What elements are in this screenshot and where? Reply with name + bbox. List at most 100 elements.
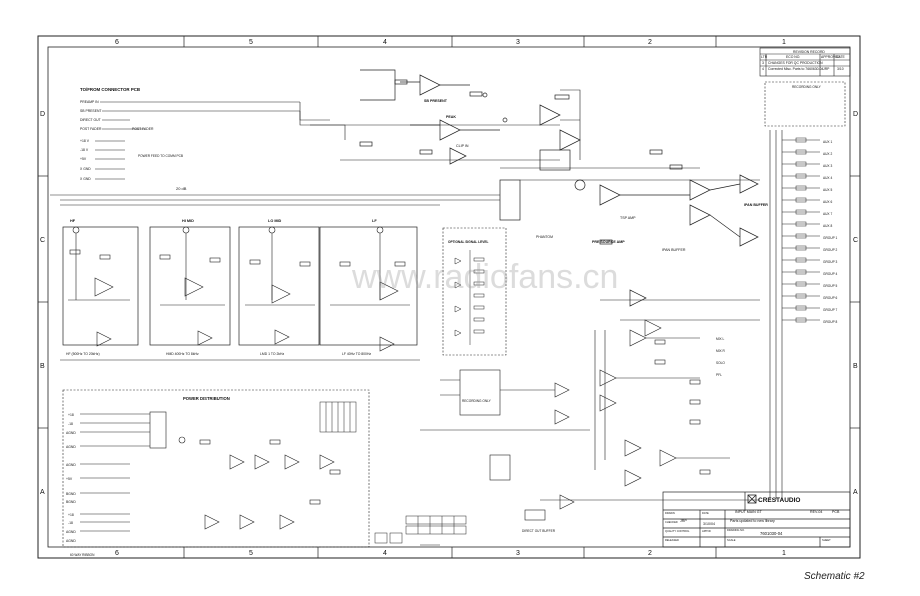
drawn-date: 3/10/04 [703, 522, 715, 526]
schematic-caption: Schematic #2 [804, 571, 865, 582]
db-label: 20 dB [176, 186, 187, 191]
bus-label: AUX 6 [823, 200, 832, 204]
title-block [662, 491, 851, 548]
bus-label: PFL [716, 373, 722, 377]
routing-stages [599, 319, 730, 487]
pin-label: DIRECT OUT [80, 118, 101, 122]
col-field-label: SHEET [822, 538, 831, 542]
himid-title: HI MID [182, 219, 194, 223]
hmid-band-box [149, 226, 231, 346]
bus-resistor [795, 233, 807, 239]
buffer-stages [499, 94, 759, 307]
revision-desc: Corrected Misc. Parts to 7660630-04 [768, 67, 824, 71]
eq-band-titles: HF HI MID LO MID LF [70, 219, 377, 223]
row-field-label: CHECKED [665, 520, 678, 524]
col-field-label: DRAWING NO. [727, 528, 745, 532]
bus-switches [782, 137, 820, 323]
power-rail-labels: +18 -18 AGND AGND AGND +5V BGND BGND +18… [66, 413, 76, 543]
col-label: 2 [648, 550, 652, 557]
pin-label: X GND [80, 167, 91, 171]
rail-label: -18 [68, 521, 73, 525]
row-field-label: DRAWN [665, 511, 675, 515]
recording-block [440, 369, 575, 521]
pin-label: +5V [80, 157, 87, 161]
rail-label: AGND [66, 463, 76, 467]
title-block-text: INPUT MAIN GT REV-04 PCB Parts updated t… [680, 510, 840, 536]
lf-band-box [319, 226, 418, 346]
row-label: A [853, 489, 858, 496]
bus-resistor [795, 161, 807, 167]
power-distribution-title: POWER DISTRIBUTION [183, 396, 230, 401]
optional-level-box [442, 227, 507, 356]
bus-resistor [795, 281, 807, 287]
watermark: www.radiofans.cn [351, 258, 618, 296]
bus-resistor [795, 245, 807, 251]
optional-level-title: OPTIONAL SIGNAL LEVEL [448, 240, 488, 244]
power-feed-label: POWER FEED TO COMM PCB [138, 154, 183, 158]
revision-date: 3/10 [837, 67, 844, 71]
connector-pins: PREAMP IN SB PRESENT DIRECT OUT POST FAD… [80, 100, 300, 181]
bus-label: GROUP 2 [823, 248, 838, 252]
col-label: 2 [648, 39, 652, 46]
col-field-label: DATE [702, 511, 709, 515]
bus-resistor [795, 257, 807, 263]
post-fader-label: POST FADER [132, 127, 154, 131]
phantom-label: PHANTOM [536, 235, 553, 239]
pin-label: SB PRESENT [80, 109, 101, 113]
epan-buffer-label: IPAN BUFFER [662, 248, 686, 252]
pin-label: PREAMP IN [80, 100, 99, 104]
peak-label: PEAK [446, 115, 456, 119]
ipan-buffer-label: IPAN BUFFER [744, 203, 768, 207]
drawing-number: 7601030-04 [760, 531, 783, 536]
pin-label: X GND [80, 177, 91, 181]
ribbon-connector [319, 401, 357, 433]
revision-title: REVISION RECORD [793, 50, 825, 54]
outer-border [37, 35, 861, 559]
eq-band-boxes [62, 226, 418, 346]
col-field-label: APPVD [702, 529, 711, 533]
pin-label: -18 V [80, 148, 89, 152]
revision-header: ECO NO. [786, 55, 800, 59]
col-label: 1 [782, 550, 786, 557]
rail-label: BGND [66, 500, 76, 504]
direct-out-buffer-label: DIRECT OUT BUFFER [522, 529, 556, 533]
rail-label: +18 [68, 513, 74, 517]
col-label: 3 [516, 39, 520, 46]
col-field-label: SCALE [727, 538, 736, 542]
bus-label: GROUP 3 [823, 260, 838, 264]
drawing-pcb: PCB [832, 510, 840, 514]
revision-header: DATE [836, 55, 846, 59]
rail-label: BGND [66, 492, 76, 496]
pin-label: +18 V [80, 139, 90, 143]
row-label: C [40, 237, 45, 244]
revision-desc: CHANGES FOR QC PRODUCTION [768, 61, 823, 65]
power-distribution-box [62, 389, 370, 548]
bus-label: AUX 4 [823, 176, 832, 180]
hf-title: HF [70, 219, 76, 223]
title-block-field-labels: DRAWN CHECKED QUALITY CONTROL RELEASED D… [665, 511, 831, 542]
bus-label: GROUP 7 [823, 308, 838, 312]
revision-appr: JRP [823, 67, 830, 71]
crest-logo-icon [747, 494, 757, 504]
revision-block [759, 47, 851, 77]
lmid-band-box [238, 226, 320, 346]
hf-band-box [62, 226, 139, 346]
bus-label: GROUP 4 [823, 272, 838, 276]
bus-resistor [795, 137, 807, 143]
lomid-title: LO MID [268, 219, 282, 223]
bus-label: GROUP 6 [823, 296, 838, 300]
power-internals [80, 411, 341, 532]
mounting-pads [374, 515, 467, 546]
row-label: D [40, 111, 45, 118]
connector-title: TO/FROM CONNECTOR PCB [80, 87, 140, 92]
border-labels: 6 5 4 3 2 1 6 5 4 3 2 1 D C B A D C B A [40, 39, 858, 557]
recording-only-box [764, 81, 846, 127]
drawing-rev: REV-04 [810, 510, 822, 514]
col-label: 4 [383, 550, 387, 557]
company-name: CRESTAUDIO [758, 497, 801, 504]
bus-label: AUX 7 [823, 212, 832, 216]
rail-label: +5V [66, 477, 73, 481]
bus-resistor [795, 293, 807, 299]
lf-title: LF [372, 219, 377, 223]
